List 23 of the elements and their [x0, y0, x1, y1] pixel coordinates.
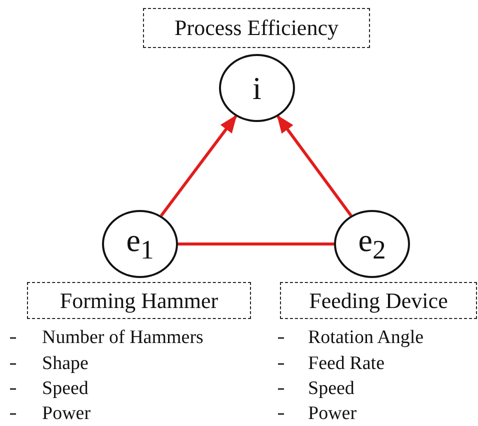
- arrow: [276, 114, 352, 216]
- connector-line: [178, 242, 334, 246]
- dashed-label-box: [143, 8, 370, 48]
- list-item: Number of Hammers: [42, 328, 204, 347]
- node-symbol: i: [252, 72, 262, 104]
- list-item: Speed: [308, 379, 354, 398]
- dashed-label-box: [27, 282, 251, 319]
- list-item: Speed: [42, 379, 88, 398]
- circle-node: [334, 210, 410, 278]
- arrow: [160, 114, 238, 217]
- circle-node: [102, 210, 178, 278]
- list-item: Rotation Angle: [308, 328, 424, 347]
- node-label: Forming Hammer: [60, 290, 218, 312]
- list-item: Shape: [42, 354, 88, 373]
- node-label: Process Efficiency: [174, 17, 338, 39]
- list-item: Power: [42, 404, 91, 423]
- dashed-label-box: [280, 282, 477, 319]
- node-symbol: e$_{2}$: [358, 224, 386, 264]
- circle-node: [219, 54, 295, 122]
- list-item: Feed Rate: [308, 354, 385, 373]
- node-symbol: e$_{1}$: [126, 224, 154, 264]
- list-item: Power: [308, 404, 357, 423]
- node-label: Feeding Device: [309, 290, 448, 312]
